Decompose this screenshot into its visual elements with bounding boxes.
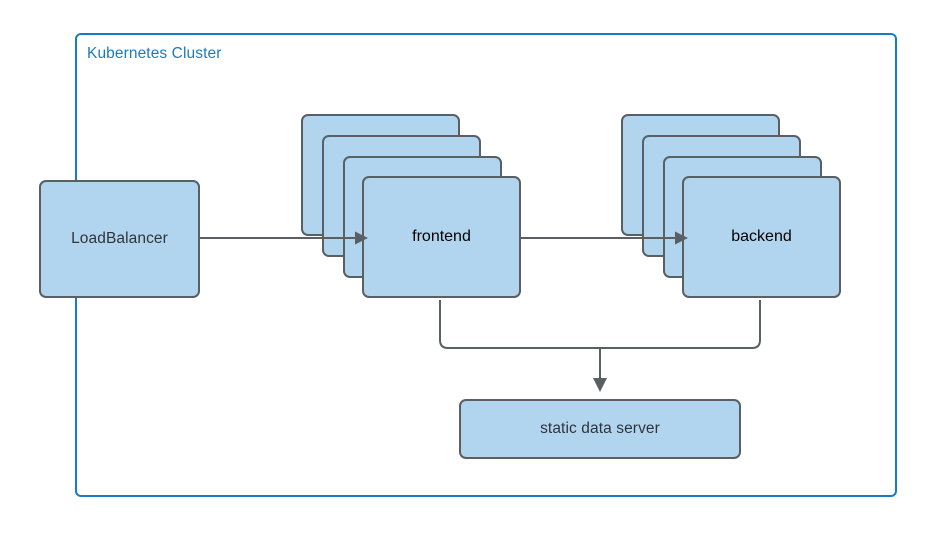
node-frontend-stack[interactable]: frontend	[301, 114, 523, 300]
node-loadbalancer[interactable]: LoadBalancer	[39, 180, 200, 298]
cluster-boundary-label: Kubernetes Cluster	[87, 45, 222, 62]
node-static-data-server[interactable]: static data server	[459, 399, 741, 459]
node-loadbalancer-label: LoadBalancer	[71, 230, 168, 247]
node-backend-label: backend	[731, 228, 792, 245]
node-frontend-label: frontend	[412, 228, 471, 245]
node-frontend[interactable]: frontend	[362, 176, 521, 298]
node-backend-stack[interactable]: backend	[621, 114, 843, 300]
node-static-data-server-label: static data server	[540, 420, 660, 437]
node-backend[interactable]: backend	[682, 176, 841, 298]
